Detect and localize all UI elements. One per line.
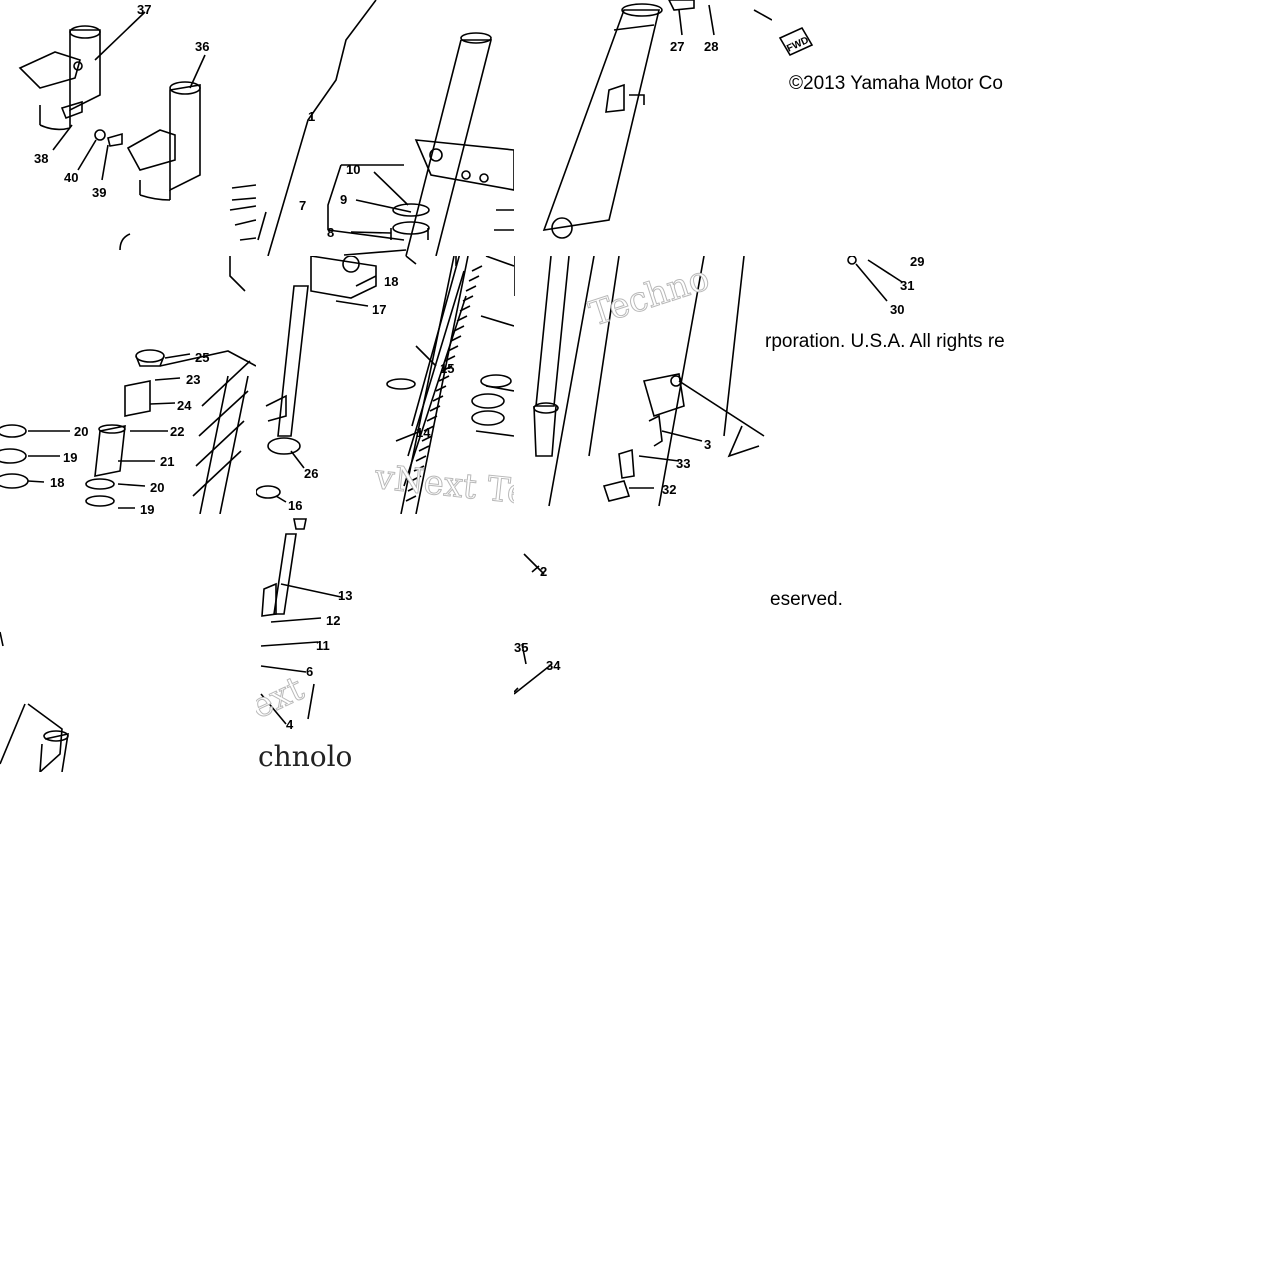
callout-8: 8 xyxy=(327,225,334,240)
callout-1: 1 xyxy=(308,109,315,124)
callout-17: 17 xyxy=(372,302,386,317)
tile-drawing: 3 33 32 Techno xyxy=(514,256,765,507)
diagram-tile-top-right: 27 28 xyxy=(514,0,772,256)
callout-28: 28 xyxy=(704,39,718,54)
callout-26: 26 xyxy=(304,466,318,481)
callout-22: 22 xyxy=(170,424,184,439)
callout-18b: 18 xyxy=(384,274,398,289)
callout-20: 20 xyxy=(74,424,88,439)
tile-drawing: 37 36 38 40 39 xyxy=(18,2,256,251)
diagram-tile-top-middle: 10 9 7 8 1 xyxy=(256,0,514,256)
tile-drawing: 10 9 7 8 1 xyxy=(257,0,514,256)
callout-34: 34 xyxy=(546,658,561,673)
callout-2: 2 xyxy=(540,564,547,579)
callout-15: 15 xyxy=(440,361,454,376)
tile-drawing: 27 28 xyxy=(542,0,772,239)
callout-37: 37 xyxy=(137,2,151,17)
watermark-chnolo: chnolo xyxy=(258,740,352,772)
callout-32: 32 xyxy=(662,482,676,497)
tile-drawing: 18 17 15 14 26 16 vNext Te xyxy=(256,256,514,514)
callout-24: 24 xyxy=(177,398,192,413)
diagram-tile-center: 18 17 15 14 26 16 vNext Te xyxy=(256,256,514,514)
callout-39: 39 xyxy=(92,185,106,200)
callout-13: 13 xyxy=(338,588,352,603)
diagram-tile-top-left: 37 36 38 40 39 xyxy=(0,0,256,256)
callout-7: 7 xyxy=(299,198,306,213)
diagram-tile-bottom-left xyxy=(0,514,256,772)
callout-4: 4 xyxy=(286,717,294,732)
tile-drawing: 2 35 34 xyxy=(514,553,561,695)
tile-drawing: 25 23 24 20 22 19 21 18 20 19 xyxy=(0,256,256,514)
diagram-tile-middle-left: 25 23 24 20 22 19 21 18 20 19 xyxy=(0,256,256,514)
diagram-tile-middle-right: 3 33 32 Techno xyxy=(514,256,772,514)
callout-35: 35 xyxy=(514,640,528,655)
diagram-tile-bottom-middle: 13 12 11 6 4 ext chnolo xyxy=(256,514,356,772)
callout-31: 31 xyxy=(900,278,914,293)
callout-29: 29 xyxy=(910,256,924,269)
callout-9: 9 xyxy=(340,192,347,207)
copyright-line-3: eserved. xyxy=(770,589,843,610)
callout-14: 14 xyxy=(416,425,431,440)
watermark-ext: ext xyxy=(256,668,310,727)
callout-30: 30 xyxy=(890,302,904,317)
callout-21: 21 xyxy=(160,454,174,469)
tile-drawing: 13 12 11 6 4 ext chnolo xyxy=(256,518,352,772)
callout-33: 33 xyxy=(676,456,690,471)
callout-11: 11 xyxy=(316,638,330,653)
callout-6: 6 xyxy=(306,664,313,679)
callout-23: 23 xyxy=(186,372,200,387)
watermark-techno: Techno xyxy=(584,258,714,334)
callout-40: 40 xyxy=(64,170,78,185)
callout-19b: 19 xyxy=(140,502,154,514)
callout-38: 38 xyxy=(34,151,48,166)
diagram-tile-middle-far-right: 29 31 30 xyxy=(772,256,1030,514)
callout-16: 16 xyxy=(288,498,302,513)
copyright-line-2: rporation. U.S.A. All rights re xyxy=(765,331,1005,352)
callout-10: 10 xyxy=(346,162,360,177)
callout-19: 19 xyxy=(63,450,77,465)
copyright-line-1: ©2013 Yamaha Motor Co xyxy=(789,73,1003,94)
watermark-vnext: vNext Te xyxy=(372,457,514,513)
callout-18: 18 xyxy=(50,475,64,490)
diagram-tile-bottom-right: 2 35 34 xyxy=(514,514,772,772)
callout-27: 27 xyxy=(670,39,684,54)
fwd-badge-frame xyxy=(778,26,814,57)
callout-20b: 20 xyxy=(150,480,164,495)
tile-drawing: FWD xyxy=(778,26,814,57)
callout-36: 36 xyxy=(195,39,209,54)
tile-drawing xyxy=(0,631,69,772)
diagram-tile-top-far-right: FWD xyxy=(772,0,1030,256)
callout-3: 3 xyxy=(704,437,711,452)
callout-12: 12 xyxy=(326,613,340,628)
tile-drawing: 29 31 30 xyxy=(847,256,924,317)
callout-25: 25 xyxy=(195,350,209,365)
